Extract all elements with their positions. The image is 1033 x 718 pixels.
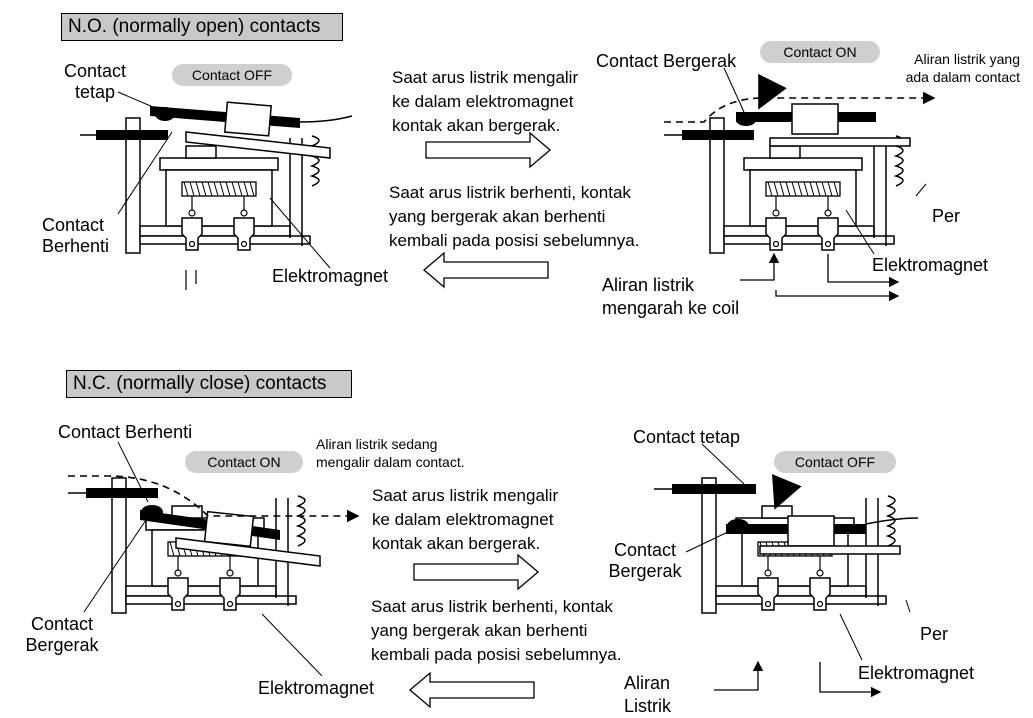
nc-left-magnet-label: Elektromagnet (258, 678, 375, 698)
nc-fixed-contact-label: Contact tetap (633, 427, 741, 447)
nc-right-moving-contact-label: Contact Bergerak (608, 540, 682, 581)
no-stop-contact-label: Contact Berhenti (42, 215, 110, 256)
leader-lines (83, 67, 927, 677)
no-left-state-pill: Contact OFF (172, 64, 292, 86)
no-energize-text: Saat arus listrik mengalir ke dalam elek… (392, 68, 579, 135)
nc-energize-text: Saat arus listrik mengalir ke dalam elek… (372, 486, 559, 553)
no-moving-contact-label: Contact Bergerak (596, 51, 737, 71)
no-flow-note: Aliran listrik yang ada dalam contact (905, 51, 1020, 85)
nc-left-moving-contact-label: Contact Bergerak (25, 614, 99, 655)
energize-arrow-nc (413, 553, 540, 591)
no-right-state-pill: Contact ON (760, 41, 880, 63)
nc-release-text: Saat arus listrik berhenti, kontak yang … (371, 597, 622, 664)
no-right-relay (664, 73, 936, 302)
energize-arrow-no (425, 131, 552, 169)
no-left-relay (80, 101, 353, 290)
no-coil-flow-label: Aliran listrik mengarah ke coil (602, 275, 740, 318)
nc-section-title: N.C. (normally close) contacts (66, 370, 352, 398)
nc-spring-label: Per (920, 624, 949, 644)
no-left-magnet-label: Elektromagnet (272, 266, 389, 286)
no-release-text: Saat arus listrik berhenti, kontak yang … (389, 183, 640, 250)
release-arrow-nc (408, 671, 535, 709)
nc-coil-flow-label: Aliran Listrik (624, 673, 672, 716)
nc-left-relay (68, 475, 360, 614)
nc-right-state-pill: Contact OFF (774, 451, 896, 473)
nc-right-magnet-label: Elektromagnet (858, 663, 975, 683)
no-section-title: N.O. (normally open) contacts (61, 13, 343, 41)
nc-left-state-pill: Contact ON (185, 451, 303, 473)
no-fixed-contact-label: Contact tetap (63, 61, 127, 102)
no-spring-label: Per (932, 206, 961, 226)
nc-right-relay (654, 474, 919, 698)
nc-flow-note: Aliran listrik sedang mengalir dalam con… (316, 436, 465, 470)
release-arrow-no (422, 251, 549, 289)
no-right-magnet-label: Elektromagnet (872, 255, 989, 275)
nc-stop-contact-label: Contact Berhenti (58, 422, 193, 442)
